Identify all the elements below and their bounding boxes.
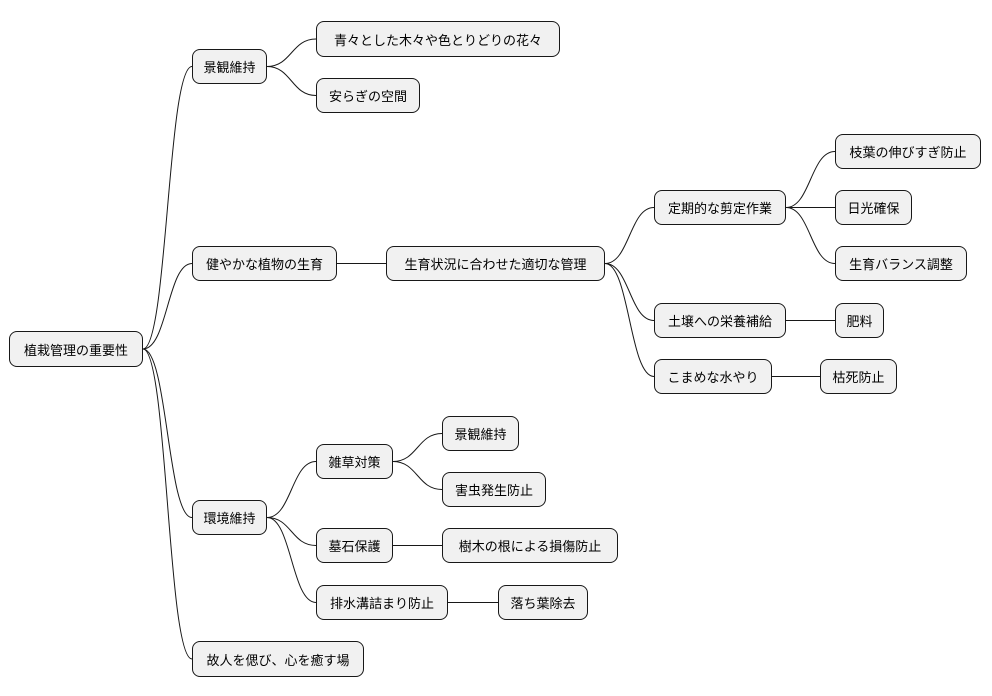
- connector-n-root-to-n-1: [142, 263, 193, 350]
- connector-n-1-0-to-n-1-0-2: [604, 263, 655, 377]
- node-root-damage-prevention: 樹木の根による損傷防止: [442, 528, 618, 563]
- node-fallen-leaf-removal: 落ち葉除去: [498, 585, 588, 620]
- node-place-of-remembrance: 故人を偲び、心を癒す場: [192, 641, 364, 677]
- node-appropriate-management: 生育状況に合わせた適切な管理: [386, 246, 605, 281]
- node-place-of-peace: 安らぎの空間: [316, 78, 420, 113]
- node-landscape-maintenance-2: 景観維持: [442, 416, 519, 451]
- node-weed-control: 雑草対策: [316, 444, 393, 479]
- connector-n-0-to-n-0-1: [266, 66, 317, 96]
- connector-n-2-0-to-n-2-0-0: [392, 433, 443, 462]
- connector-n-1-0-to-n-1-0-0: [604, 207, 655, 264]
- connector-n-2-0-to-n-2-0-1: [392, 461, 443, 490]
- node-pest-prevention: 害虫発生防止: [442, 472, 546, 507]
- node-fertilizer: 肥料: [835, 303, 884, 338]
- node-regular-pruning: 定期的な剪定作業: [654, 190, 786, 225]
- connector-n-root-to-n-2: [142, 348, 193, 518]
- node-sunlight: 日光確保: [835, 190, 912, 225]
- node-frequent-watering: こまめな水やり: [654, 359, 772, 394]
- connector-n-2-to-n-2-1: [266, 517, 317, 546]
- connector-n-1-0-to-n-1-0-1: [604, 263, 655, 321]
- connector-n-1-0-0-to-n-1-0-0-2: [785, 207, 836, 264]
- node-greenery-and-flowers: 青々とした木々や色とりどりの花々: [316, 21, 560, 57]
- node-healthy-growth: 健やかな植物の生育: [192, 246, 337, 281]
- node-growth-balance: 生育バランス調整: [835, 246, 967, 281]
- node-soil-nutrition: 土壌への栄養補給: [654, 303, 786, 338]
- connector-n-0-to-n-0-0: [266, 38, 317, 67]
- node-landscape-maintenance: 景観維持: [192, 49, 267, 84]
- connector-n-root-to-n-3: [142, 348, 193, 660]
- connector-n-2-to-n-2-2: [266, 517, 317, 603]
- root-node: 植栽管理の重要性: [9, 331, 143, 367]
- node-prevent-overgrowth: 枝葉の伸びすぎ防止: [835, 134, 981, 169]
- node-drain-clog-prevention: 排水溝詰まり防止: [316, 585, 448, 620]
- connector-n-1-0-0-to-n-1-0-0-0: [785, 151, 836, 208]
- node-gravestone-protection: 墓石保護: [316, 528, 393, 563]
- node-prevent-withering: 枯死防止: [820, 359, 897, 394]
- node-environment-maintenance: 環境維持: [192, 500, 267, 535]
- connector-n-2-to-n-2-0: [266, 461, 317, 518]
- connector-n-root-to-n-0: [142, 66, 193, 350]
